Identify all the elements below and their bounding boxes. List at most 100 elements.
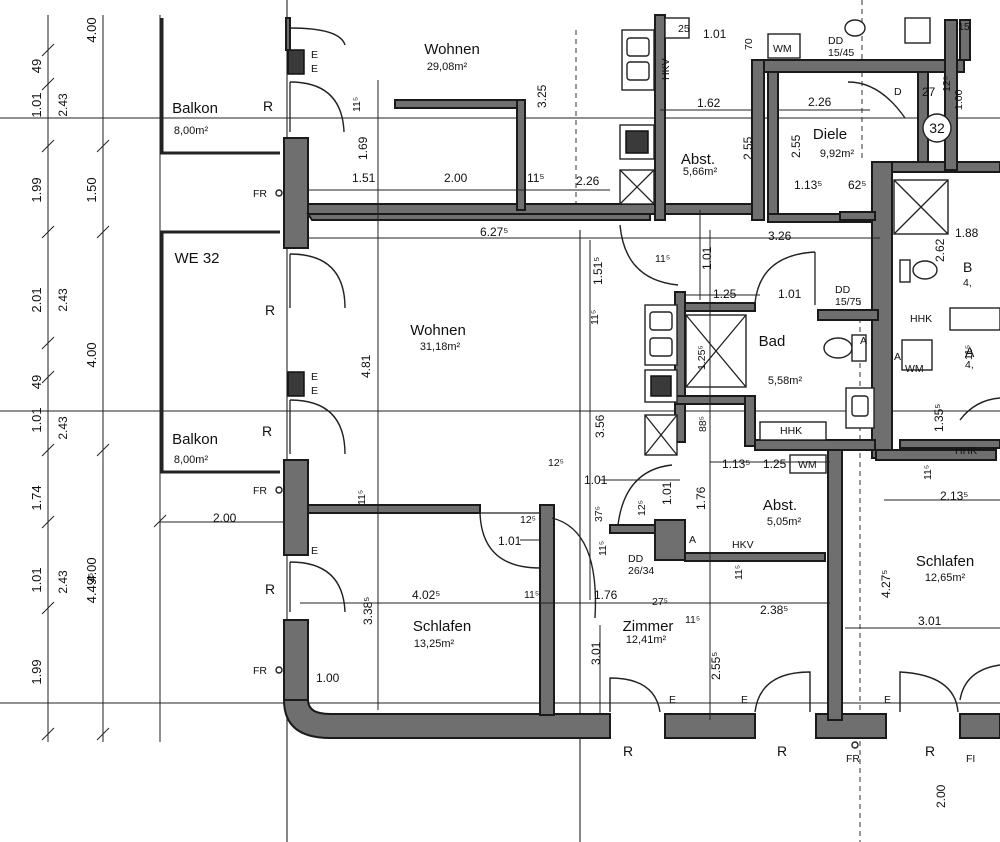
dim-left-outer-6: 49 [29,375,44,389]
dim-115a: 11⁵ [527,171,544,185]
dim-885: 88⁵ [697,416,709,432]
dim-115d: 11⁵ [655,253,670,265]
dim-326: 3.26 [768,229,792,243]
dim-625: 62⁵ [848,178,866,192]
dim-101b: 1.01 [778,287,802,301]
dim-left-mid-4: 2.43 [56,570,70,594]
dim-200b: 2.00 [213,511,237,525]
tag-dd-top: DD [828,35,844,47]
dim-255a: 2.55 [741,136,755,160]
room-abst-mid-area: 5,05m² [767,516,802,528]
tag-r-6: R [777,743,787,759]
dim-left-outer-4: 1.99 [29,177,44,202]
unit-number: 32 [929,120,945,136]
dim-200a: 2.00 [444,171,468,185]
room-wohnen-top-area: 29,08m² [427,61,468,73]
tag-fi: FI [966,753,975,765]
dim-101c: 1.01 [700,246,714,270]
room-schlafen-left: Schlafen [413,618,471,635]
dim-200c: 2.00 [934,784,948,808]
dim-left-outer-7: 1.01 [29,407,44,432]
left-dimension-chains: 4.00 1.01 49 1.99 2.01 49 1.01 1.74 1.01… [29,15,167,742]
dim-2135: 2.13⁵ [940,489,968,503]
dim-3385: 3.38⁵ [361,597,375,625]
dim-101d: 1.01 [584,473,608,487]
dim-115g: 11⁵ [524,589,539,601]
dim-left-inner-3: 4.00 [84,342,99,367]
dim-1255: 1.25⁵ [696,345,708,370]
dim-101e: 1.01 [660,481,674,505]
dim-left-outer-3: 49 [29,59,44,73]
dim-left-outer-1: 4.00 [84,17,99,42]
dimension-lines [300,80,1000,720]
tag-wm-2: WM [798,459,817,471]
tag-a-area: 4, [965,359,974,371]
dim-left-mid-3: 2.43 [56,416,70,440]
tag-fr-3: FR [253,665,267,677]
dim-left-outer-2: 1.01 [29,92,44,117]
dim-151: 1.51 [352,171,376,185]
dim-262: 2.62 [933,238,947,262]
doors [289,27,1000,713]
room-abst-mid: Abst. [763,497,797,514]
dim-1515: 1.51⁵ [591,257,605,285]
room-abst-top-area: 5,66m² [683,166,718,178]
dim-left-mid-2: 2.43 [56,288,70,312]
dim-left-inner-4: 4.49⁵ [84,573,99,604]
tag-b-area: 4, [963,277,972,289]
dim-2555: 2.55⁵ [709,652,723,680]
dim-115h: 11⁵ [685,614,700,626]
dim-325: 3.25 [535,84,549,108]
dimension-texts: 1.51 2.00 11⁵ 2.26 6.27⁵ 1.69 3.25 11⁵ 1… [213,23,979,808]
dim-left-outer-5: 2.01 [29,287,44,312]
room-schlafen-right-area: 12,65m² [925,572,966,584]
room-wohnen-top: Wohnen [424,41,480,58]
tag-wm-1: WM [773,43,792,55]
dim-left-outer-8: 1.74 [29,485,44,510]
dim-169: 1.69 [356,136,370,160]
dim-2385: 2.38⁵ [760,603,788,617]
tag-e-6: E [669,694,676,706]
room-bad: Bad [759,333,786,350]
tag-fr-2: FR [253,485,267,497]
tag-dd-abst: DD [628,553,644,565]
tag-dd-diele: DD [835,284,851,296]
dim-356: 3.56 [593,414,607,438]
room-diele: Diele [813,126,847,143]
tag-hhk-3: HHK [955,445,977,457]
dim-left-outer-10: 1.99 [29,659,44,684]
tag-dd-diele-val: 15/75 [835,296,861,308]
room-zimmer: Zimmer [623,618,674,635]
dim-100b: 1.00 [316,671,340,685]
tag-r-2: R [265,302,275,318]
walls [282,14,1000,739]
dim-115c: 11⁵ [589,310,601,325]
tag-b-frag: B [963,259,972,275]
tag-e-8: E [884,694,891,706]
dim-101top: 1.01 [703,27,727,41]
dim-115f: 11⁵ [597,541,609,556]
tag-e-2: E [311,63,318,75]
tag-e-5: E [311,545,318,557]
dim-275: 27⁵ [652,596,668,608]
room-balkon-top: Balkon [172,100,218,117]
room-diele-area: 9,92m² [820,148,855,160]
dim-left-inner-2: 1.50 [84,177,99,202]
dim-1135b: 1.13⁵ [722,457,750,471]
dim-125d: 12⁵ [520,514,536,526]
tag-hkv-top: HKV [660,58,672,80]
tag-dd-abst-val: 26/34 [628,565,654,577]
room-balkon-mid: Balkon [172,431,218,448]
dim-101f: 1.01 [498,534,522,548]
dim-301a: 3.01 [589,641,603,665]
tag-r-5: R [623,743,633,759]
dim-left-mid-1: 2.43 [56,93,70,117]
room-wohnen-main-area: 31,18m² [420,341,461,353]
dim-left-inner-1: 4.00 [84,557,99,582]
tag-hhk-2: HHK [910,313,932,325]
tag-r-4: R [265,581,275,597]
dim-226b: 2.26 [808,95,832,109]
dim-176: 1.76 [694,486,708,510]
dim-162: 1.62 [697,96,721,110]
